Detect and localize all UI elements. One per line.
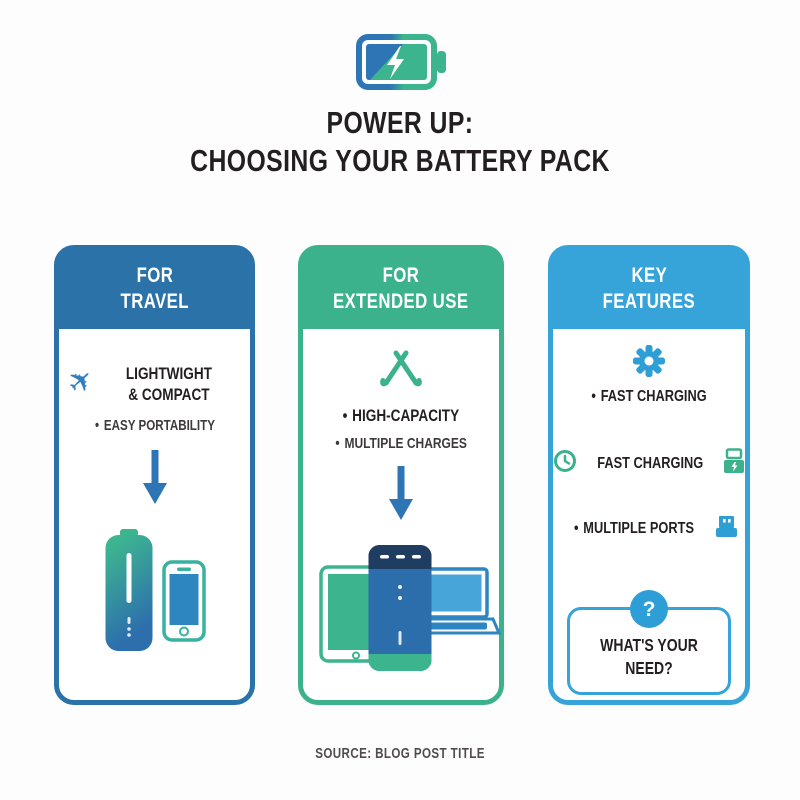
- gear-icon: [632, 344, 666, 383]
- bullet-dot: •: [335, 435, 340, 452]
- source-caption: SOURCE: BLOG POST TITLE: [0, 746, 800, 762]
- card-features-header: KEY FEATURES: [553, 249, 745, 329]
- travel-feature-line1: LIGHTWIGHT: [126, 364, 213, 383]
- need-line2: NEED?: [625, 658, 673, 678]
- extended-bullet2-label: MULTIPLE CHARGES: [344, 435, 467, 452]
- bullet-dot: •: [342, 406, 348, 425]
- smartphone-icon: [161, 560, 206, 647]
- title-line-2: CHOOSING YOUR BATTERY PACK: [190, 143, 610, 178]
- features-bullet-fast-charging: •FAST CHARGING: [577, 388, 721, 406]
- card-extended-header: FOR EXTENDED USE: [303, 249, 499, 329]
- card-for-travel-header: FOR TRAVEL: [59, 249, 250, 329]
- card-features-title-line1: KEY: [631, 264, 667, 287]
- extended-bullet-high-capacity: •HIGH-CAPACITY: [328, 406, 474, 426]
- down-arrow-icon: [386, 466, 416, 527]
- travel-feature-row: ✈ LIGHTWIGHT & COMPACT: [59, 361, 250, 405]
- extended-illustration: [303, 539, 502, 689]
- tent-icon: [378, 349, 424, 394]
- battery-charging-icon: [356, 30, 446, 94]
- laptop-icon: [407, 567, 502, 648]
- source-text: SOURCE: BLOG POST TITLE: [315, 746, 485, 762]
- clock-icon: [553, 449, 577, 478]
- card-extended-title-line2: EXTENDED USE: [333, 290, 469, 313]
- question-mark-icon: ?: [630, 590, 668, 628]
- need-line1: WHAT'S YOUR: [600, 635, 698, 655]
- powerbank-icon: [367, 539, 433, 678]
- card-extended-title-line1: FOR: [382, 264, 420, 287]
- features-bullet2-label: FAST CHARGING: [597, 454, 703, 472]
- features-row-fast-charging: FAST CHARGING: [553, 448, 745, 479]
- card-for-travel: FOR TRAVEL ✈ LIGHTWIGHT & COMPACT •EASY …: [54, 245, 255, 705]
- card-travel-title-line1: FOR: [136, 264, 173, 287]
- card-travel-title-line2: TRAVEL: [120, 290, 189, 313]
- travel-bullet-label: EASY PORTABILITY: [103, 418, 215, 434]
- charger-icon: [723, 448, 745, 479]
- features-bullet3-label: MULTIPLE PORTS: [582, 520, 694, 537]
- whats-your-need-box: ? WHAT'S YOUR NEED?: [567, 590, 731, 695]
- powerbank-battery-icon: [104, 529, 154, 658]
- travel-illustration: [104, 529, 206, 658]
- extended-bullet-multiple-charges: •MULTIPLE CHARGES: [319, 435, 483, 452]
- card-features-title-line2: FEATURES: [602, 290, 696, 313]
- bullet-dot: •: [573, 520, 578, 537]
- travel-feature-line2: & COMPACT: [128, 385, 210, 404]
- bullet-dot: •: [591, 388, 596, 405]
- card-key-features: KEY FEATURES •FAST CHARGING: [548, 245, 750, 705]
- title-line-1: POWER UP:: [326, 105, 474, 140]
- travel-feature-text: LIGHTWIGHT & COMPACT: [94, 363, 244, 405]
- travel-bullet-easy-portability: •EASY PORTABILITY: [80, 418, 230, 434]
- extended-bullet1-label: HIGH-CAPACITY: [352, 406, 460, 425]
- usb-plug-icon: [715, 515, 739, 543]
- card-for-extended-use: FOR EXTENDED USE •HIGH-CAPACITY •MULTIPL…: [298, 245, 504, 705]
- features-bullet1-label: FAST CHARGING: [600, 388, 707, 405]
- features-row-multiple-ports: •MULTIPLE PORTS: [559, 515, 740, 543]
- down-arrow-icon: [140, 450, 170, 511]
- bullet-dot: •: [94, 418, 99, 434]
- page-title: POWER UP: CHOOSING YOUR BATTERY PACK: [0, 104, 800, 180]
- question-mark-glyph: ?: [642, 597, 656, 621]
